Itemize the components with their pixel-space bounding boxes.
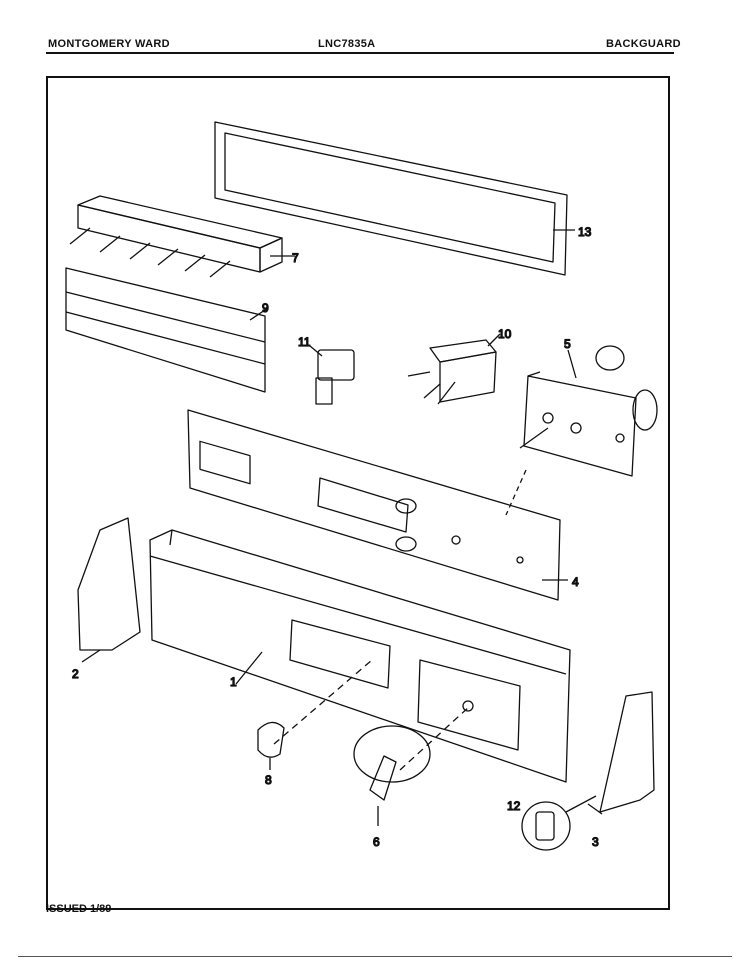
model-number: LNC7835A bbox=[318, 38, 376, 50]
callout-9: 9 bbox=[262, 301, 269, 315]
callout-11: 11 bbox=[298, 335, 311, 349]
part-3-end-cap bbox=[587, 691, 655, 815]
diagram-frame bbox=[46, 76, 670, 910]
callout-1: 1 bbox=[230, 675, 237, 689]
part-7-switch-bracket bbox=[69, 195, 295, 278]
part-12-clip bbox=[521, 795, 597, 851]
callout-2: 2 bbox=[72, 667, 79, 681]
callout-12: 12 bbox=[507, 799, 521, 813]
header-rule bbox=[46, 52, 674, 54]
callout-8: 8 bbox=[265, 773, 272, 787]
part-1-backguard bbox=[149, 529, 571, 783]
callout-4: 4 bbox=[572, 575, 579, 589]
callout-10: 10 bbox=[498, 327, 512, 341]
callout-5: 5 bbox=[564, 337, 571, 351]
part-11-switch bbox=[309, 345, 355, 405]
part-9-trim-strip bbox=[65, 267, 269, 393]
brand-label: MONTGOMERY WARD bbox=[48, 38, 170, 50]
part-8-knob bbox=[257, 721, 285, 770]
callout-3: 3 bbox=[592, 835, 599, 849]
part-6-selector-knob bbox=[353, 725, 431, 826]
callout-13: 13 bbox=[578, 225, 592, 239]
footer-rule bbox=[18, 956, 732, 957]
part-4-control-panel bbox=[187, 409, 568, 601]
section-title: BACKGUARD bbox=[606, 38, 681, 50]
callout-6: 6 bbox=[373, 835, 380, 849]
part-13-rear-panel bbox=[214, 121, 575, 276]
part-2-end-cap bbox=[77, 517, 141, 663]
part-5-timer-module bbox=[519, 345, 658, 477]
issued-date: ISSUED 1/89 bbox=[46, 903, 112, 915]
part-10-connector bbox=[407, 333, 501, 405]
callout-7: 7 bbox=[292, 251, 299, 265]
